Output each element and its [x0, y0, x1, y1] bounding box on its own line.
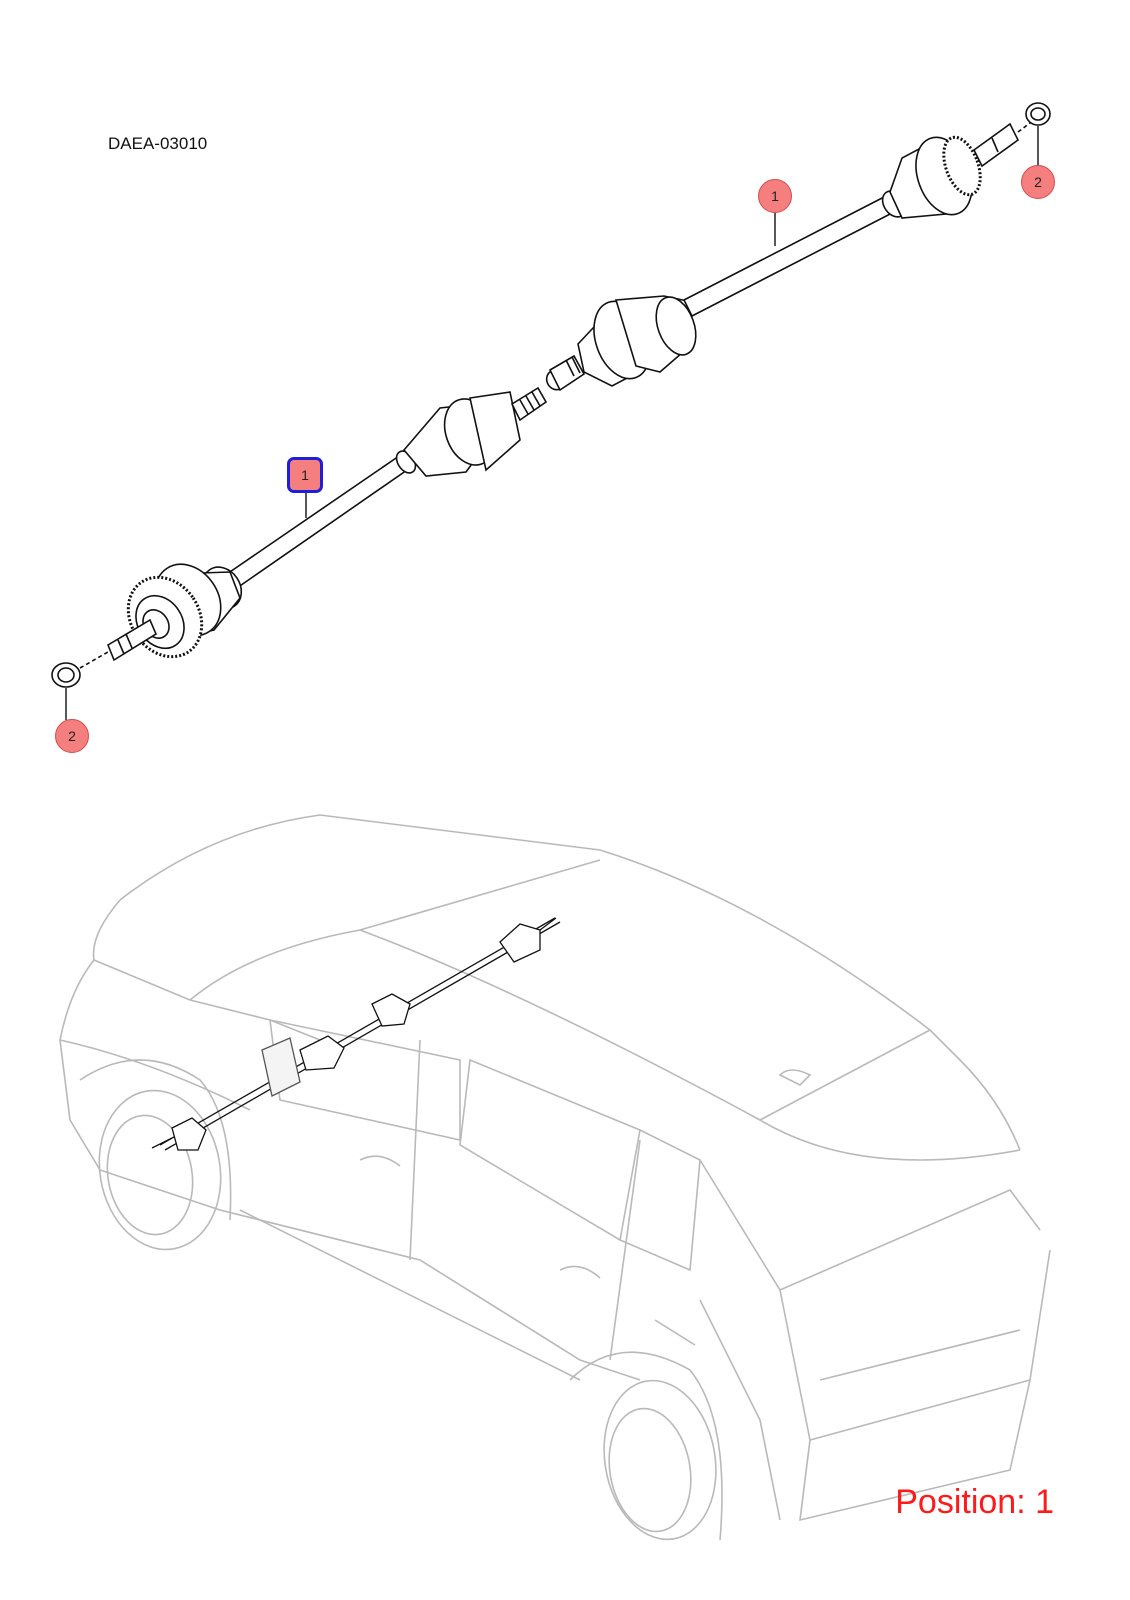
- callout-part-2-left[interactable]: 2: [55, 719, 89, 753]
- left-drive-shaft[interactable]: [51, 386, 548, 688]
- callout-part-1-selected[interactable]: 1: [287, 457, 323, 493]
- callout-label: 1: [301, 467, 309, 483]
- callout-label: 1: [771, 188, 779, 204]
- callout-label: 2: [1034, 174, 1042, 190]
- position-label: Position: 1: [895, 1483, 1054, 1521]
- installed-shaft: [151, 917, 561, 1151]
- diagram-code: DAEA-03010: [108, 134, 208, 153]
- leader-lines: [65, 126, 1039, 720]
- callout-part-2-right[interactable]: 2: [1021, 165, 1055, 199]
- right-drive-shaft[interactable]: [543, 102, 1051, 393]
- callout-part-1[interactable]: 1: [758, 179, 792, 213]
- vehicle-outline: [59, 814, 1051, 1541]
- callout-label: 2: [68, 728, 76, 744]
